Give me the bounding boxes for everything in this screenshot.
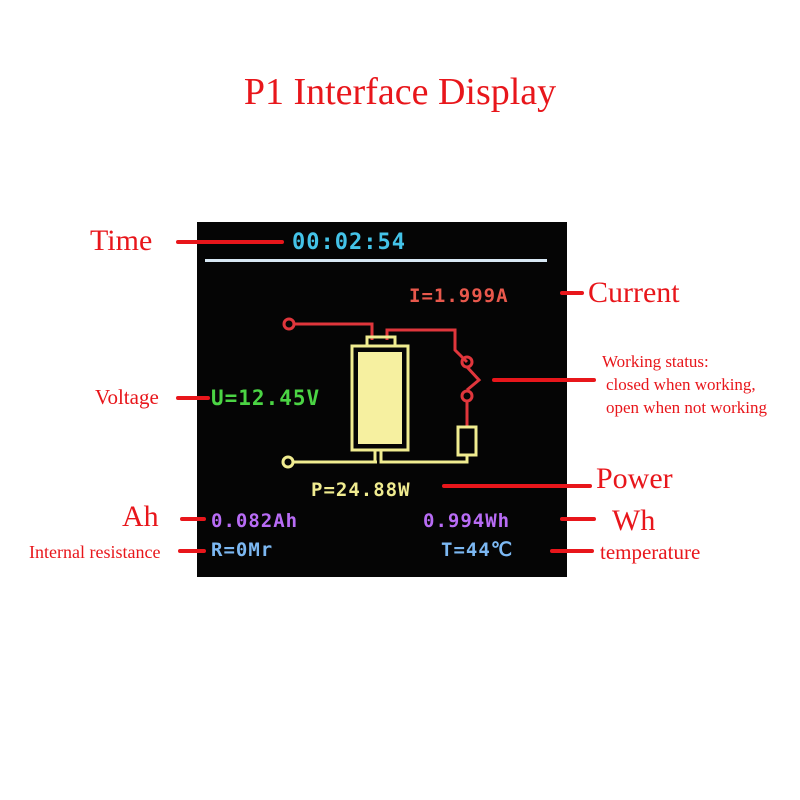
resistance-readout: R=0Mr [211,539,274,561]
wh-label: Wh [612,504,656,537]
ah-label: Ah [122,500,159,533]
voltage-label: Voltage [95,385,159,409]
header-divider [205,259,547,262]
circuit-diagram [281,317,482,469]
current-readout: I=1.999A [409,285,509,307]
switch-blade-icon [465,365,482,392]
wh-readout: 0.994Wh [423,510,511,532]
working-status-label: Working status: closed when working, ope… [598,350,798,419]
working-status-line1: closed when working, [606,375,756,394]
current-label: Current [588,276,680,309]
switch-wire [385,328,469,364]
temperature-readout: T=44℃ [441,539,514,561]
positive-wire [294,322,374,340]
working-status-title: Working status: [602,352,709,371]
page-title: P1 Interface Display [243,71,557,113]
power-label: Power [596,462,673,495]
lcd-screen: 00:02:54 I=1.999A U=12.45V P=24.88W 0.08… [197,222,567,577]
negative-terminal-icon [281,455,295,469]
ah-readout: 0.082Ah [211,510,299,532]
working-status-line2: open when not working [606,398,768,417]
time-label: Time [90,224,153,257]
voltage-readout: U=12.45V [211,386,321,410]
negative-wire [379,450,469,464]
power-readout: P=24.88W [311,479,411,501]
battery-level-fill [358,352,402,444]
time-readout: 00:02:54 [292,230,406,255]
temperature-label: temperature [600,540,701,564]
internal-resistance-label: Internal resistance [29,542,161,562]
